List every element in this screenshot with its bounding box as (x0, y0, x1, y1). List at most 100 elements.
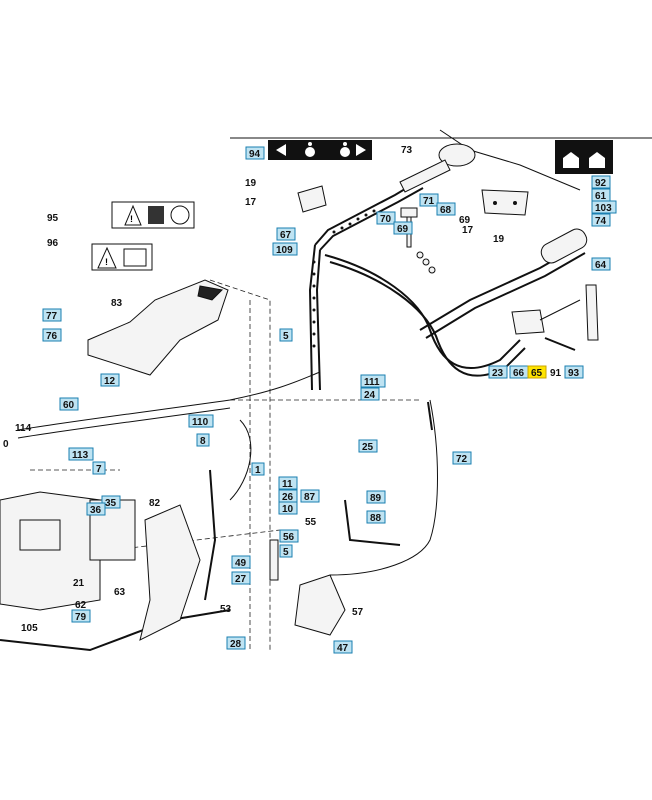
callout-number: 76 (46, 331, 58, 342)
callout-number: 5 (283, 547, 289, 558)
callout-box (376, 211, 396, 225)
callout-l94: 94 (245, 146, 265, 160)
lever-group-68-71 (400, 207, 436, 274)
cover-77 (87, 279, 229, 376)
callout-l7: 7 (92, 461, 106, 475)
callout-number: 77 (46, 311, 58, 322)
callout-l17b: 17 (462, 225, 474, 236)
callout-number: 111 (364, 377, 380, 388)
callout-l19a: 19 (245, 178, 257, 189)
callout-l17a: 17 (245, 197, 257, 208)
callout-number: 96 (47, 238, 59, 249)
callout-box (92, 461, 106, 475)
callout-number: 21 (73, 578, 85, 589)
callout-number: 10 (282, 504, 294, 515)
callout-number: 92 (595, 178, 607, 189)
callout-box (276, 227, 296, 241)
callout-number: 23 (492, 368, 504, 379)
callout-number: 12 (104, 376, 116, 387)
callout-l10: 10 (278, 501, 298, 515)
callout-l19b: 19 (493, 234, 505, 245)
callout-box (360, 387, 380, 401)
callout-number: 57 (352, 607, 364, 618)
callout-number: 5 (283, 331, 289, 342)
callout-l88: 88 (366, 510, 386, 524)
callout-l82: 82 (149, 498, 161, 509)
callout-l5b: 5 (279, 544, 293, 558)
callout-number: 25 (362, 442, 374, 453)
callout-box (196, 433, 210, 447)
callout-number: 28 (230, 639, 242, 650)
callout-number: 47 (337, 643, 349, 654)
callout-l71: 71 (419, 193, 439, 207)
callout-l109: 109 (272, 242, 298, 256)
callout-number: 87 (304, 492, 316, 503)
callout-number: 68 (440, 205, 452, 216)
callout-box (272, 242, 298, 256)
callout-l5: 5 (279, 328, 293, 342)
callout-number: 74 (595, 216, 607, 227)
callout-number: 103 (595, 203, 612, 214)
callout-box (100, 373, 120, 387)
callout-l103: 103 (591, 200, 617, 214)
callout-number: 69 (397, 224, 409, 235)
callout-box (231, 571, 251, 585)
callout-l93: 93 (564, 365, 584, 379)
callout-l114: 114 (15, 423, 32, 434)
callout-l62: 62 (75, 600, 87, 611)
callout-box (59, 397, 79, 411)
callout-number: 62 (75, 600, 87, 611)
callout-number: 19 (245, 178, 257, 189)
callout-box (393, 221, 413, 235)
callout-number: 36 (90, 505, 102, 516)
callout-l25: 25 (358, 439, 378, 453)
callout-box (68, 447, 94, 461)
callout-l74: 74 (591, 213, 611, 227)
callout-box (42, 308, 62, 322)
callout-number: 8 (200, 436, 206, 447)
callout-number: 11 (282, 479, 293, 490)
callout-box (366, 510, 386, 524)
callout-l23: 23 (488, 365, 508, 379)
callout-box (278, 476, 298, 490)
callout-l61: 61 (591, 188, 611, 202)
bracket-103 (481, 189, 529, 216)
lower-linkage (139, 469, 401, 641)
callout-l111: 111 (360, 374, 386, 388)
callout-number: 73 (401, 145, 413, 156)
callout-number: 0 (3, 439, 9, 450)
callout-l91: 91 (550, 368, 562, 379)
callout-l0: 0 (3, 439, 9, 450)
callout-number: 89 (370, 493, 382, 504)
callout-number: 60 (63, 400, 75, 411)
callout-number: 53 (220, 604, 232, 615)
callout-box (360, 374, 386, 388)
callout-l64: 64 (591, 257, 611, 271)
callout-number: 110 (192, 417, 209, 428)
callout-l69b: 69 (459, 215, 471, 226)
callout-box (333, 640, 353, 654)
callout-number: 88 (370, 513, 382, 524)
callout-l57: 57 (352, 607, 364, 618)
warning-label-96: ! (91, 243, 153, 271)
callout-l49: 49 (231, 555, 251, 569)
callout-l26: 26 (278, 489, 298, 503)
callout-number: 19 (493, 234, 505, 245)
callout-box (527, 365, 547, 379)
callout-l53: 53 (220, 604, 232, 615)
callout-number: 91 (550, 368, 562, 379)
callout-l8: 8 (196, 433, 210, 447)
callout-l95: 95 (47, 213, 59, 224)
callout-l24: 24 (360, 387, 380, 401)
callout-l65: 65 (527, 365, 547, 379)
callout-box (279, 529, 299, 543)
callout-l27: 27 (231, 571, 251, 585)
svg-text:!: ! (105, 257, 108, 267)
callout-l76: 76 (42, 328, 62, 342)
callout-box (245, 146, 265, 160)
callout-box (591, 213, 611, 227)
callout-number: 35 (105, 498, 117, 509)
engine-block (0, 491, 231, 652)
callout-number: 70 (380, 214, 392, 225)
